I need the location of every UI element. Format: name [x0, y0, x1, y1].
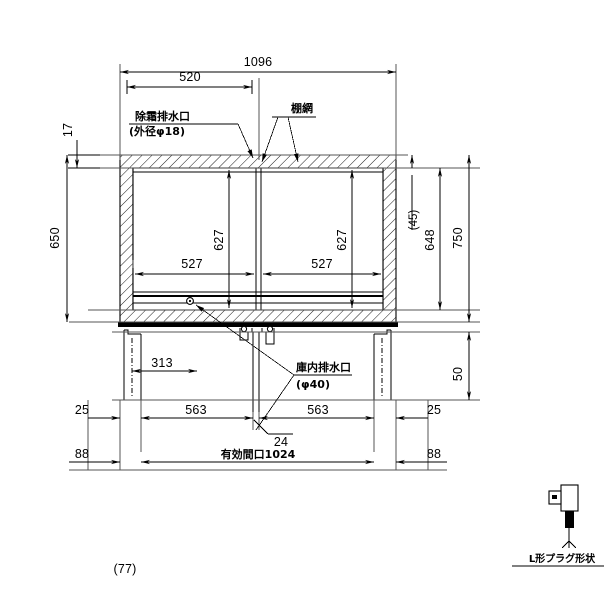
plug-caption-label: L形プラグ形状 [529, 552, 596, 565]
interior-drain-spec: (φ40) [296, 378, 330, 391]
dim-527-right-label: 527 [311, 257, 332, 271]
plug-collar [565, 511, 574, 528]
dim-25-left-label: 25 [75, 403, 89, 417]
dim-750-label: 750 [451, 227, 465, 248]
dim-17-label: 17 [61, 123, 75, 137]
plug-prong [552, 495, 557, 499]
bottom-partial-note: (77) [113, 562, 136, 576]
shelf-net-label: 棚網 [291, 101, 313, 115]
dim-563-left-label: 563 [185, 403, 206, 417]
annotation-interior-drain: 庫内排水口 (φ40) [195, 304, 352, 431]
effective-opening-label: 有効間口1024 [221, 447, 296, 461]
dimension-row-563: 25 563 563 25 24 [75, 403, 441, 449]
dim-627-right-label: 627 [335, 229, 349, 250]
dimension-648: 648 [423, 168, 443, 310]
defrost-drain-label: 除霜排水口 [135, 109, 190, 123]
annotation-shelf-net: 棚網 [261, 101, 316, 163]
leg-right-outline [373, 330, 392, 400]
dim-648-label: 648 [423, 229, 437, 250]
dim-50-label: 50 [451, 367, 465, 381]
dimension-650: 650 [48, 155, 70, 322]
dimension-313: 313 [132, 356, 197, 374]
annotation-defrost-drain: 除霜排水口 (外径φ18) [129, 109, 254, 159]
center-bracket-right [261, 328, 275, 345]
cabinet-body [112, 154, 404, 333]
cabinet-interior [132, 167, 384, 311]
dim-650-label: 650 [48, 227, 62, 248]
plug-cord-tip [561, 540, 577, 549]
dim-563-right-label: 563 [307, 403, 328, 417]
dimension-17: 17 [61, 123, 100, 169]
extension-lines [69, 64, 480, 470]
dimension-527-right: 527 [263, 257, 381, 277]
defrost-drain-spec: (外径φ18) [129, 124, 185, 138]
dimension-627-right: 627 [335, 170, 355, 308]
dim-88-left-label: 88 [75, 447, 89, 461]
detail-l-plug: L形プラグ形状 [512, 484, 604, 567]
interior-drain-port-dot [188, 299, 192, 303]
center-bracket-left [239, 328, 253, 341]
dim-88-right-label: 88 [427, 447, 441, 461]
dim-45-label: (45) [408, 210, 420, 231]
dimension-45: (45) [408, 155, 420, 230]
dimension-50: 50 [451, 332, 472, 400]
plug-body [560, 484, 579, 512]
dim-520-label: 520 [179, 70, 200, 84]
note-77-label: (77) [113, 562, 136, 576]
bracket-hole-left [240, 325, 248, 333]
interior-drain-label: 庫内排水口 [296, 360, 351, 374]
cabinet-base-plate [118, 322, 398, 327]
dim-24-label: 24 [274, 435, 288, 449]
dimension-1096: 1096 [120, 55, 396, 75]
dimension-520: 520 [126, 70, 253, 94]
dim-1096-label: 1096 [244, 55, 273, 69]
dim-313-label: 313 [151, 356, 172, 370]
dimension-527-left: 527 [135, 257, 254, 277]
dimension-row-effective-opening: 88 有効間口1024 88 [69, 447, 447, 471]
dim-627-left-label: 627 [212, 229, 226, 250]
leg-left-outline [123, 330, 142, 400]
dimension-627-left: 627 [212, 170, 232, 308]
bracket-hole-right [266, 325, 274, 333]
dim-527-left-label: 527 [181, 257, 202, 271]
dim-25-right-label: 25 [427, 403, 441, 417]
dimension-750: 750 [451, 155, 472, 322]
